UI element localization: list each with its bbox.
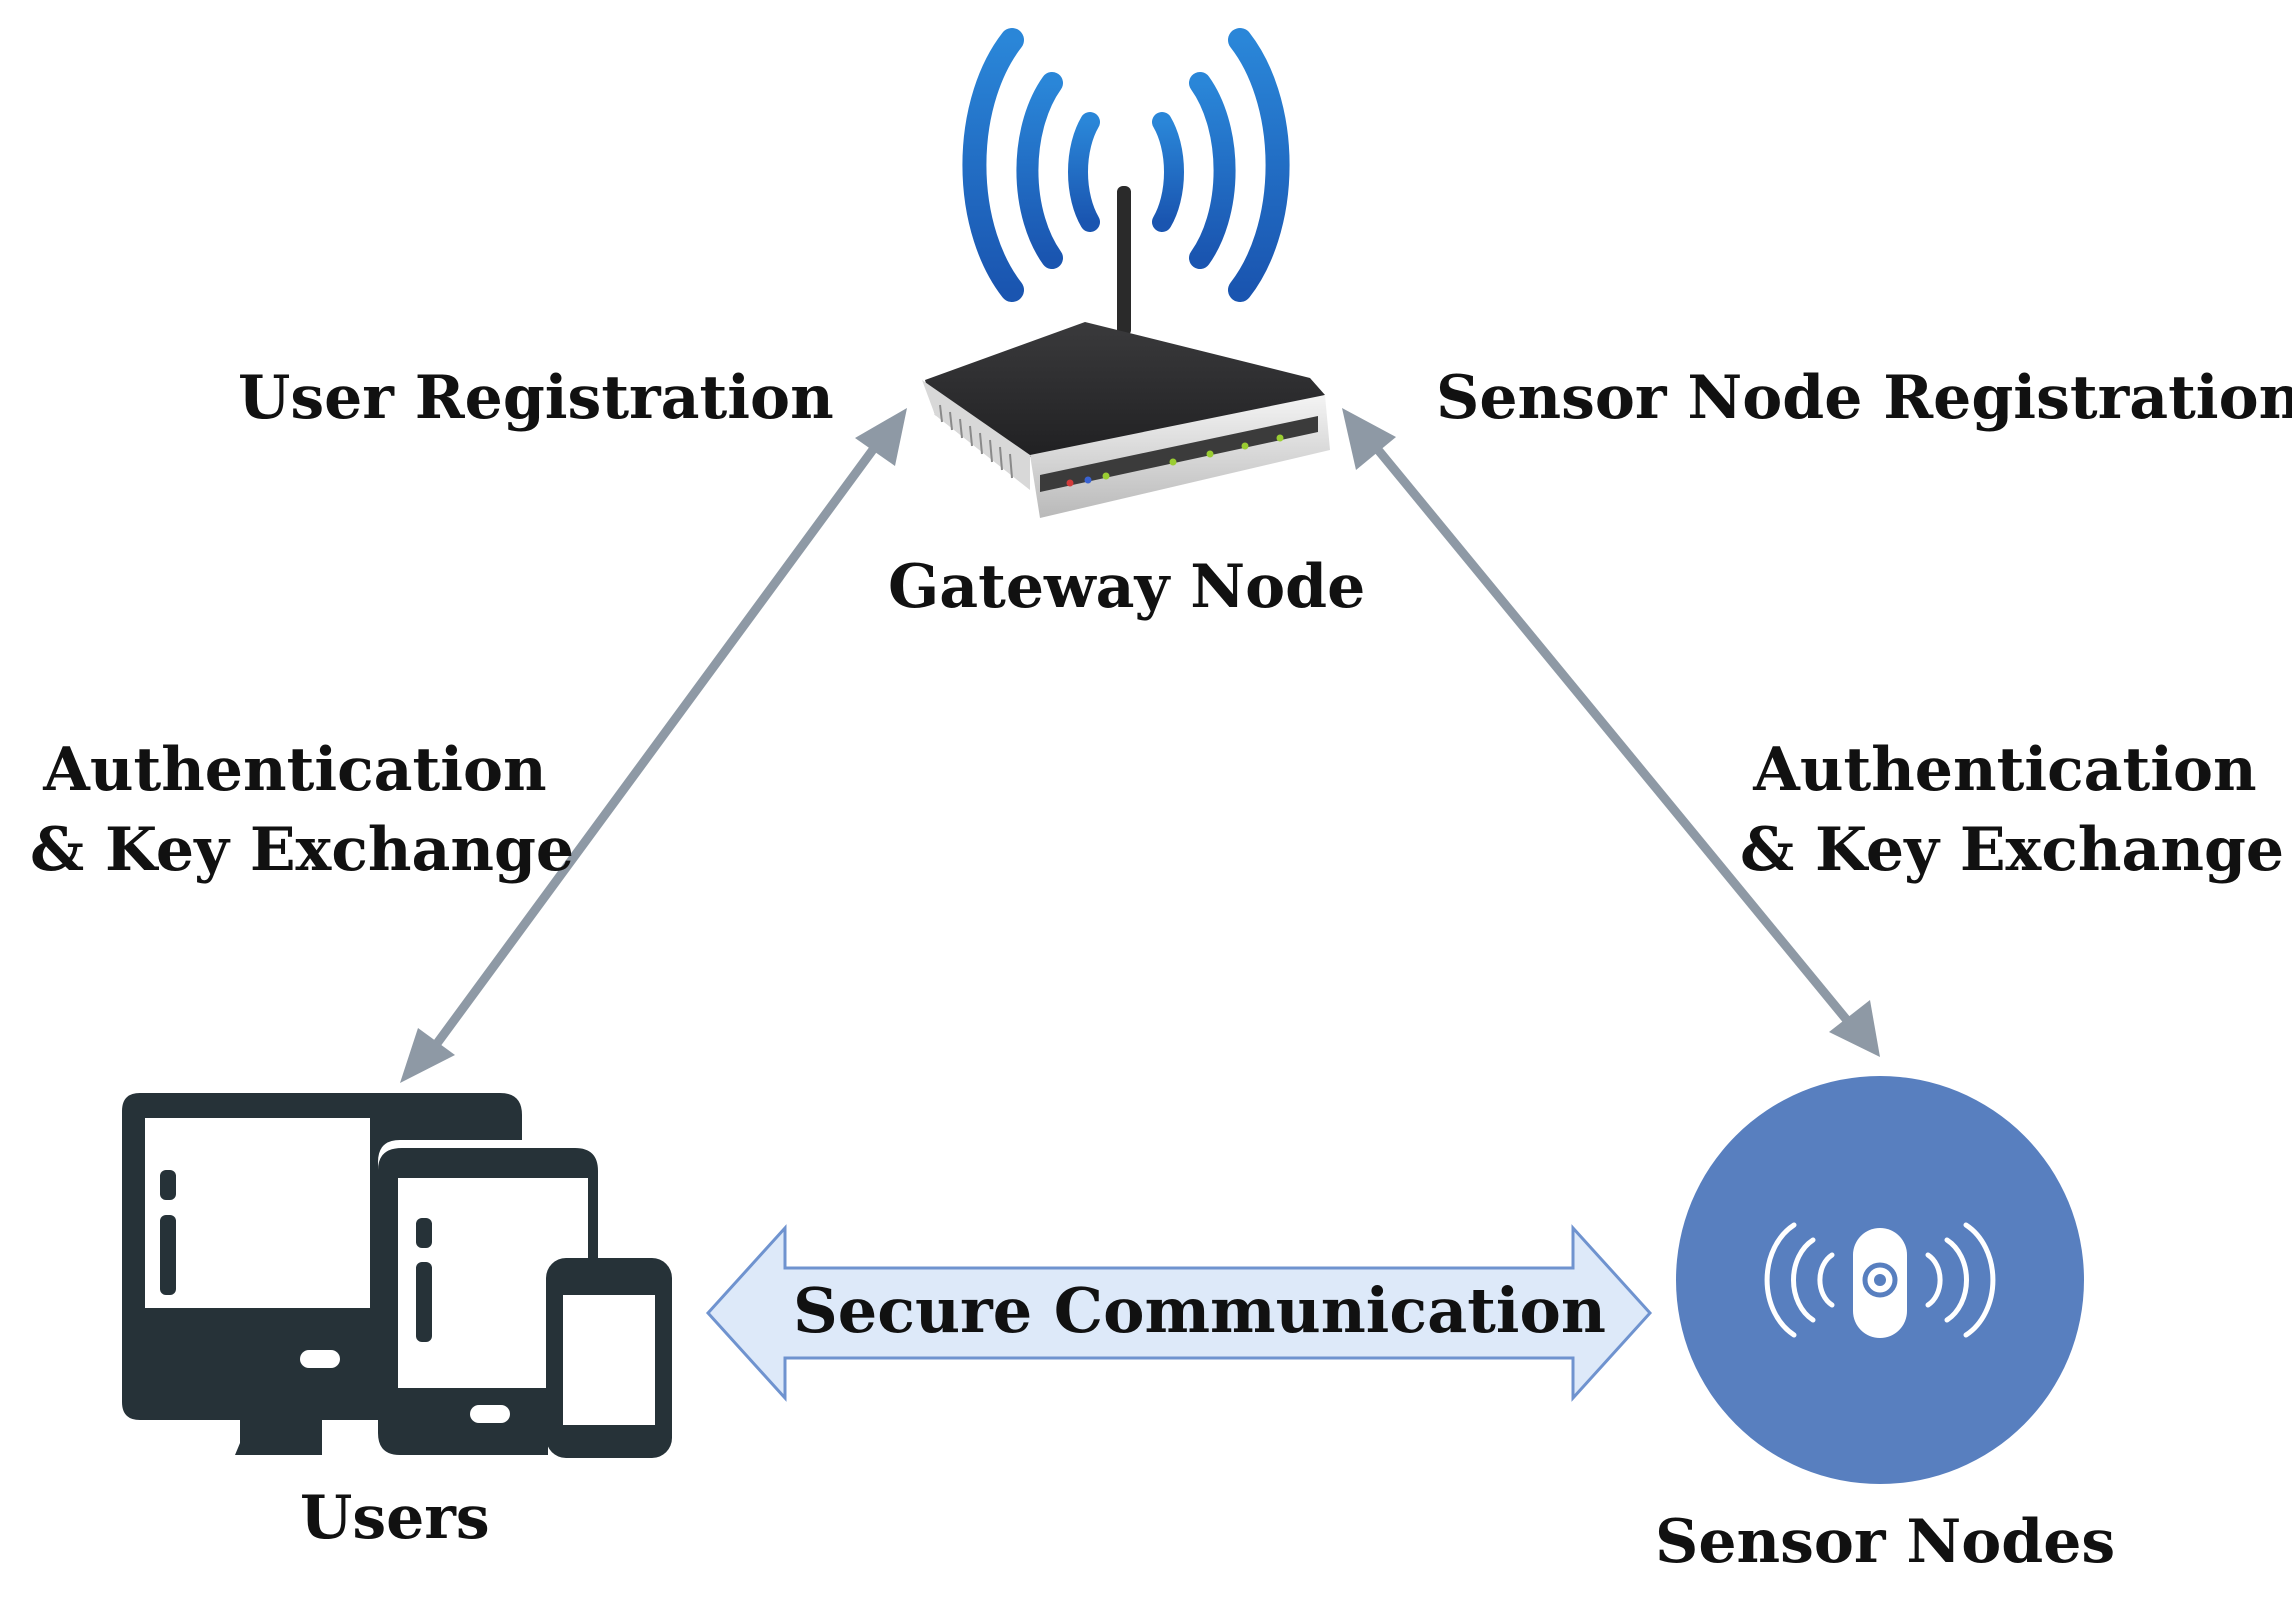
auth-right-line2: & Key Exchange <box>1740 815 2285 885</box>
auth-key-exchange-right-label: Authentication & Key Exchange <box>1740 730 2285 890</box>
auth-left-line1: Authentication <box>43 735 547 805</box>
user-registration-label: User Registration <box>238 363 834 433</box>
sensor-node-icon <box>1676 1076 2084 1484</box>
gateway-node-label: Gateway Node <box>888 552 1366 622</box>
sensor-node-registration-label: Sensor Node Registration <box>1436 363 2292 433</box>
multi-device-icon <box>122 1093 672 1458</box>
secure-communication-arrow <box>705 1224 1653 1402</box>
auth-key-exchange-left-label: Authentication & Key Exchange <box>30 730 575 890</box>
auth-right-line1: Authentication <box>1753 735 2257 805</box>
arrow-gateway-sensors <box>1342 408 1880 1057</box>
arrow-gateway-users <box>400 408 907 1083</box>
wireless-router-icon <box>922 28 1330 518</box>
auth-left-line2: & Key Exchange <box>30 815 575 885</box>
secure-communication-label: Secure Communication <box>793 1274 1606 1347</box>
sensor-nodes-label: Sensor Nodes <box>1655 1507 2116 1577</box>
users-label: Users <box>300 1483 490 1553</box>
